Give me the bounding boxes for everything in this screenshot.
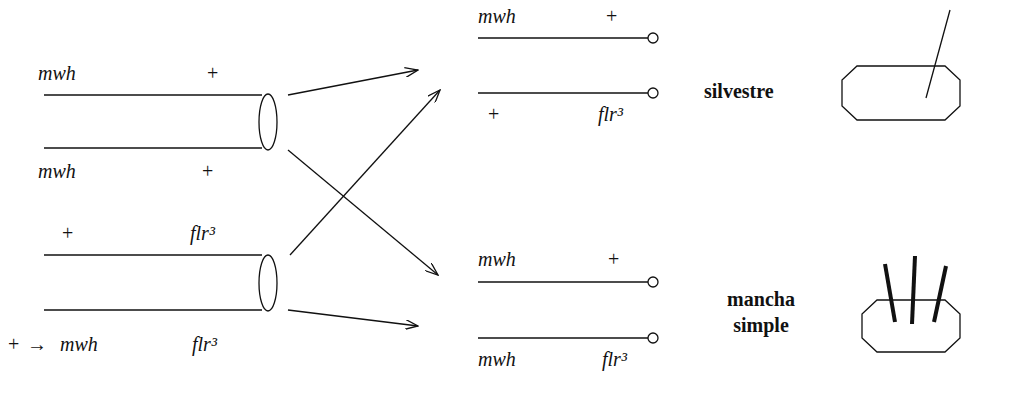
centromere [648,333,658,343]
allele-label: + [207,62,218,84]
chromatid [478,337,648,338]
centromere [648,277,658,287]
gene-label: flr³ [602,348,627,370]
gene-label: mwh [38,62,76,84]
phenotype-label: silvestre [704,80,774,102]
gene-label: mwh [478,348,516,370]
centromere [259,94,277,150]
allele-label: + [608,248,619,270]
chromatid [44,94,262,95]
gene-label: mwh [60,333,98,355]
arrow [288,70,418,95]
gene-label: flr³ [192,333,217,355]
centromere [648,33,658,43]
allele-label: + [202,160,213,182]
chromatid [478,37,648,38]
cell-outline [842,66,960,120]
centromere [259,255,277,311]
phenotype-label: mancha simple [716,286,806,338]
gene-label: flr³ [190,222,215,244]
gene-label: mwh [478,5,516,27]
chromatid [44,147,262,148]
gene-label: mwh [38,160,76,182]
allele-label: + [606,5,617,27]
allele-label: + [488,103,499,125]
chromatid [44,309,262,310]
gene-label: flr³ [598,103,623,125]
hair [912,256,915,324]
allele-label: + [62,222,73,244]
gene-label: mwh [478,248,516,270]
allele-label: + [8,333,19,355]
mutation-arrow: → [27,333,47,355]
hair [926,10,950,98]
chromatid [478,92,648,93]
hair [934,266,946,322]
chromatid [478,281,648,282]
arrow [290,90,440,255]
arrow [288,150,438,275]
chromatid [44,254,262,255]
arrow [288,310,418,326]
centromere [648,88,658,98]
hair [885,264,895,322]
